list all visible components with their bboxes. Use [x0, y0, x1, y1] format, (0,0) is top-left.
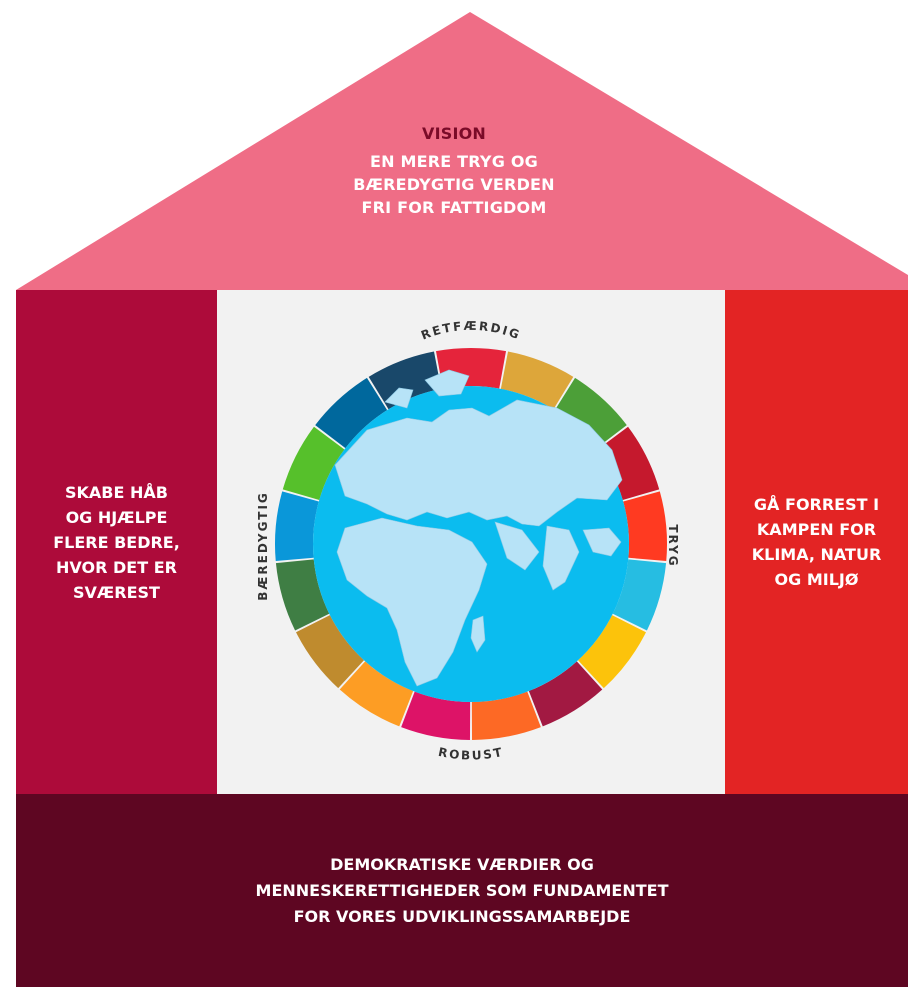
globe-diagram: RETFÆRDIG ROBUST TRYG BÆREDYGTIG	[256, 319, 680, 763]
ring-segment	[275, 559, 330, 631]
ring-segment	[597, 426, 660, 500]
ring-segment	[274, 491, 319, 562]
vision-line: EN MERE TRYG OG	[370, 152, 538, 171]
ring-segment	[296, 615, 364, 689]
left-pillar: SKABE HÅB OG HJÆLPE FLERE BEDRE, HVOR DE…	[16, 290, 217, 794]
foundation-line: DEMOKRATISKE VÆRDIER OG	[330, 854, 594, 874]
left-pillar-line: FLERE BEDRE,	[53, 532, 180, 552]
ring-segment	[339, 661, 414, 727]
vision-title: VISION	[421, 124, 486, 143]
right-pillar-line: OG MILJØ	[774, 570, 859, 589]
label-retfaerdig: RETFÆRDIG	[419, 319, 523, 343]
foundation-line: MENNESKERETTIGHEDER SOM FUNDAMENTET	[255, 880, 669, 900]
center-panel: RETFÆRDIG ROBUST TRYG BÆREDYGTIG	[217, 290, 725, 794]
ring-segment	[623, 491, 668, 562]
vision-text: EN MERE TRYG OG BÆREDYGTIG VERDEN FRI FO…	[254, 150, 654, 219]
right-pillar-line: KLIMA, NATUR	[751, 545, 882, 564]
right-pillar-line: GÅ FORREST I	[753, 495, 880, 514]
globe-landmass	[334, 369, 623, 687]
right-pillar-text: GÅ FORREST I KAMPEN FOR KLIMA, NATUR OG …	[752, 492, 882, 592]
ring-segment	[368, 351, 442, 410]
ring-segment	[612, 559, 667, 631]
label-tryg: TRYG	[666, 524, 680, 567]
left-pillar-line: HVOR DET ER	[56, 557, 177, 577]
foundation-line: FOR VORES UDVIKLINGSSAMARBEJDE	[293, 906, 631, 926]
left-pillar-line: SKABE HÅB	[65, 482, 168, 502]
left-pillar-line: OG HJÆLPE	[65, 507, 168, 527]
left-pillar-line: SVÆREST	[73, 582, 160, 602]
label-baeredygtig: BÆREDYGTIG	[256, 491, 270, 601]
label-robust: ROBUST	[437, 745, 505, 763]
ring-segment	[282, 426, 345, 500]
right-pillar-line: KAMPEN FOR	[756, 520, 877, 539]
roof-triangle	[16, 12, 908, 290]
roof	[16, 12, 908, 290]
ring-segment	[401, 691, 471, 740]
foundation: DEMOKRATISKE VÆRDIER OG MENNESKERETTIGHE…	[16, 794, 908, 987]
ring-segment	[554, 377, 627, 449]
left-pillar-text: SKABE HÅB OG HJÆLPE FLERE BEDRE, HVOR DE…	[53, 480, 180, 605]
vision-line: BÆREDYGTIG VERDEN	[353, 175, 555, 194]
right-pillar: GÅ FORREST I KAMPEN FOR KLIMA, NATUR OG …	[725, 290, 908, 794]
ring-segment	[578, 615, 646, 689]
ring-segment	[315, 377, 388, 449]
ring-segment	[500, 351, 574, 410]
ring-segment	[528, 661, 603, 727]
sdg-color-ring	[274, 347, 668, 740]
ring-segment	[471, 691, 541, 740]
vision-line: FRI FOR FATTIGDOM	[361, 198, 547, 217]
